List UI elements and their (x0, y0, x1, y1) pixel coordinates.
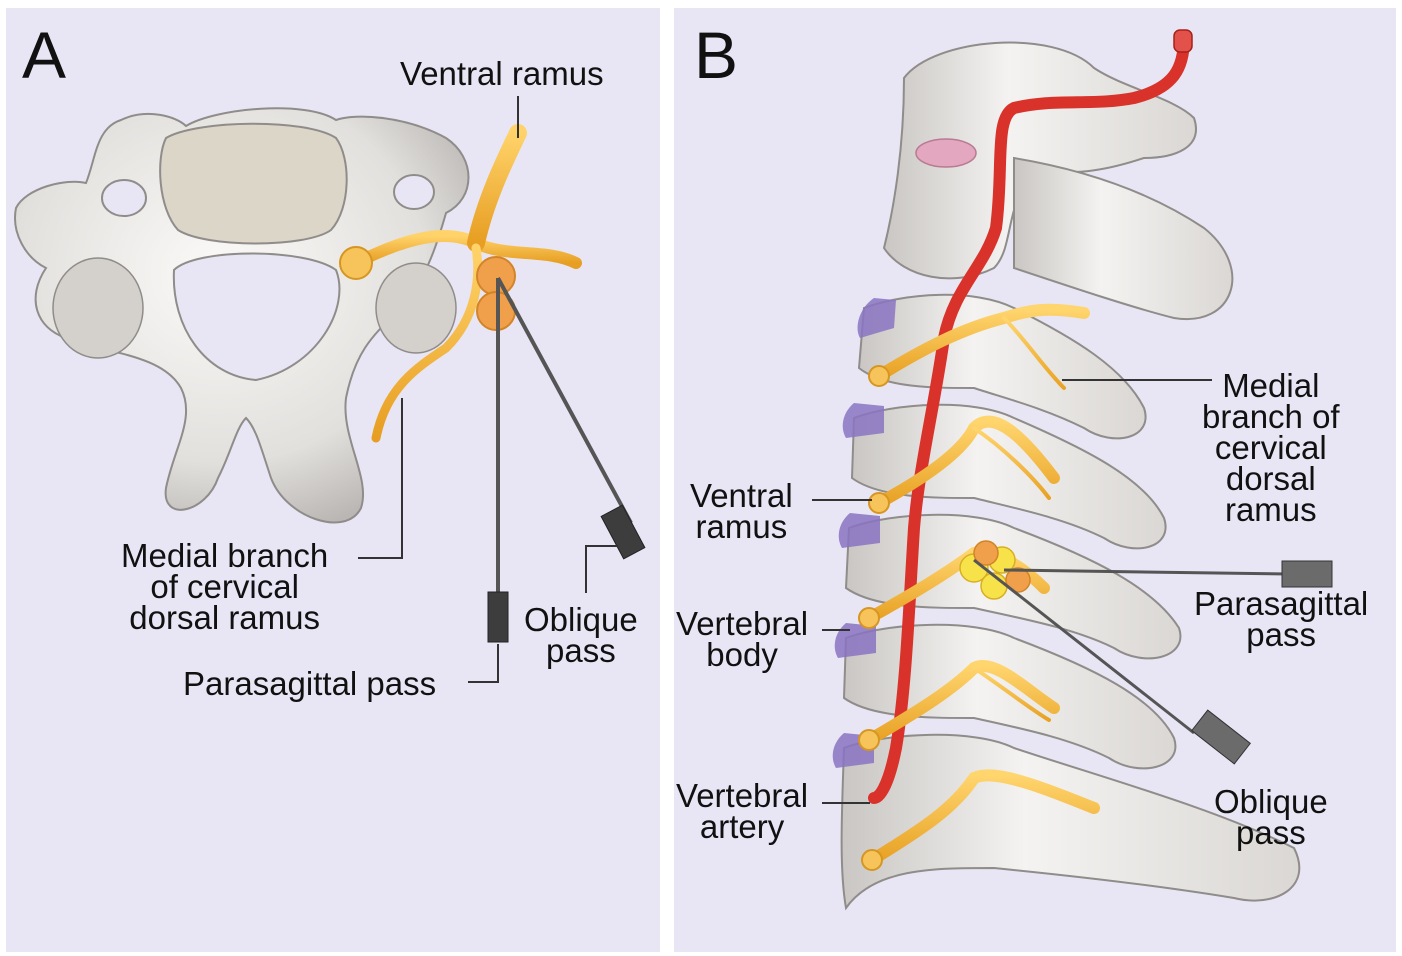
vertebra-top-view (15, 108, 468, 522)
panel-letter-a: A (22, 22, 66, 88)
label-ventral-ramus-a: Ventral ramus (400, 58, 604, 89)
label-parasagittal-pass-b: Parasagittal pass (1194, 588, 1368, 650)
needle-oblique (498, 278, 645, 559)
panel-a-illustration (6, 8, 660, 952)
label-medial-branch-b: Medial branch of cervical dorsal ramus (1202, 370, 1340, 525)
panel-letter-b: B (694, 22, 738, 88)
label-vertebral-body-b: Vertebral body (676, 608, 808, 670)
label-parasagittal-pass-a: Parasagittal pass (183, 668, 436, 699)
label-oblique-pass-b: Oblique pass (1214, 786, 1328, 848)
label-oblique-pass-a: Oblique pass (524, 604, 638, 666)
panel-a: A Ventral ramus Medial branch of cervica… (6, 8, 660, 952)
needle-parasagittal (488, 278, 508, 642)
label-ventral-ramus-b: Ventral ramus (690, 480, 793, 542)
label-medial-branch-a: Medial branch of cervical dorsal ramus (121, 540, 328, 633)
label-vertebral-artery-b: Vertebral artery (676, 780, 808, 842)
panel-b: B Medial branch of cervical dorsal ramus… (674, 8, 1396, 952)
